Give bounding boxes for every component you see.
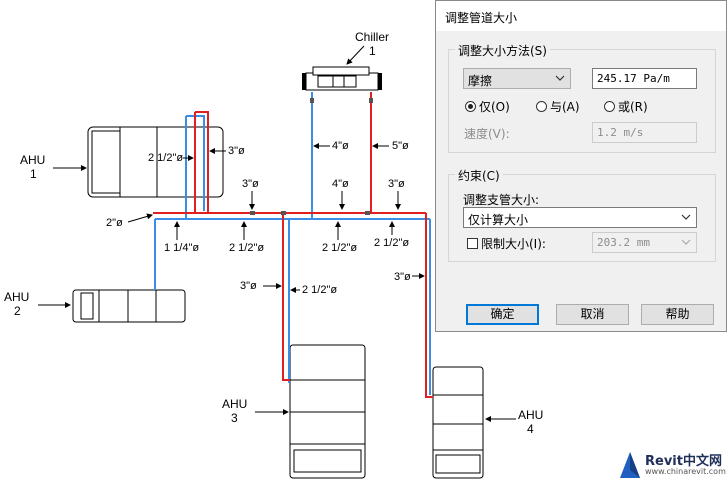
pipe-label-5-chiller: 5"ø	[392, 140, 409, 152]
chevron-down-icon	[681, 214, 691, 220]
pipe-label-1quarter: 1 1/4"ø	[164, 242, 199, 254]
ahu-3-unit[interactable]	[289, 344, 366, 479]
ok-button[interactable]: 确定	[466, 304, 539, 325]
pipe-label-2half-b: 2 1/2"ø	[322, 242, 357, 254]
cancel-button[interactable]: 取消	[556, 304, 629, 325]
chevron-down-icon	[555, 75, 565, 81]
revit-watermark: Revit中文网 www.chinarevit.com	[614, 448, 727, 483]
ahu-1-number: 1	[30, 167, 37, 181]
chevron-down-icon	[681, 239, 691, 245]
radio-selected-icon	[465, 101, 476, 112]
pipe-label-3-ahu1: 3"ø	[228, 145, 245, 157]
ahu-3-number: 3	[231, 411, 238, 425]
radio-or-label: 或(R)	[618, 100, 648, 114]
radio-unselected-icon	[604, 101, 615, 112]
ahu-2-unit[interactable]	[72, 289, 186, 323]
sizing-method-group: 调整大小方法(S)	[448, 42, 716, 153]
pipe-label-2half-a: 2 1/2"ø	[229, 242, 264, 254]
watermark-url: www.chinarevit.com	[645, 467, 726, 476]
pipe-label-3-c: 3"ø	[388, 178, 405, 190]
branch-size-value: 仅计算大小	[468, 213, 529, 227]
ahu-4-name: AHU	[518, 408, 543, 422]
pipe-label-3-ahu4: 3"ø	[394, 271, 411, 283]
constraints-group-title: 约束(C)	[455, 167, 503, 184]
watermark-brand: Revit中文网	[645, 454, 722, 469]
dialog-title: 调整管道大小	[445, 11, 518, 25]
pipe-label-4-chiller: 4"ø	[332, 140, 349, 152]
ahu-4-unit[interactable]	[432, 366, 484, 479]
pipe-label-3-a: 3"ø	[242, 178, 259, 190]
ahu-4-number: 4	[527, 422, 534, 436]
radio-only[interactable]: 仅(O)	[465, 98, 510, 115]
pipe-label-4-b: 4"ø	[332, 178, 349, 190]
ahu-3-name: AHU	[222, 397, 247, 411]
sizing-method-group-title: 调整大小方法(S)	[455, 42, 550, 59]
method-dropdown[interactable]: 摩擦	[463, 68, 571, 89]
ahu-2-name: AHU	[4, 290, 29, 304]
radio-and[interactable]: 与(A)	[536, 98, 580, 115]
pipe-label-2-main: 2"ø	[106, 217, 123, 229]
velocity-input[interactable]: 1.2 m/s	[592, 122, 697, 143]
chiller-unit[interactable]	[302, 66, 382, 91]
velocity-label: 速度(V):	[464, 127, 510, 141]
pipe-label-2half-ahu3: 2 1/2"ø	[302, 284, 337, 296]
chiller-name: Chiller	[355, 30, 389, 44]
help-button[interactable]: 帮助	[641, 304, 714, 325]
restrict-size-dropdown[interactable]: 203.2 mm	[592, 232, 697, 253]
resize-pipe-dialog[interactable]: 调整管道大小 调整大小方法(S) 摩擦 245.17 Pa/m 仅(O) 与(A…	[435, 0, 727, 332]
supply-pipes[interactable]	[153, 92, 433, 398]
pipe-fittings	[250, 98, 373, 215]
ahu-1-unit[interactable]	[87, 126, 224, 198]
checkbox-unchecked-icon	[467, 238, 478, 249]
method-dropdown-value: 摩擦	[468, 74, 493, 88]
revit-logo-icon	[620, 452, 640, 478]
chiller-number: 1	[369, 44, 376, 58]
return-pipes[interactable]	[154, 92, 431, 395]
radio-and-label: 与(A)	[550, 100, 580, 114]
dialog-titlebar[interactable]: 调整管道大小	[436, 1, 726, 31]
ahu-2-number: 2	[14, 304, 21, 318]
pipe-label-2half-c: 2 1/2"ø	[374, 237, 409, 249]
ahu-1-name: AHU	[20, 153, 45, 167]
constraints-group: 约束(C)	[448, 167, 716, 262]
pipe-label-3-ahu3: 3"ø	[240, 280, 257, 292]
radio-only-label: 仅(O)	[479, 100, 510, 114]
friction-input[interactable]: 245.17 Pa/m	[592, 68, 697, 89]
branch-size-label: 调整支管大小:	[463, 193, 540, 207]
restrict-size-label: 限制大小(I):	[481, 237, 546, 251]
pipe-label-2half-ahu1: 2 1/2"ø	[148, 152, 183, 164]
restrict-size-checkbox[interactable]: 限制大小(I):	[467, 235, 546, 252]
restrict-size-value: 203.2 mm	[597, 236, 650, 249]
branch-size-dropdown[interactable]: 仅计算大小	[463, 207, 697, 228]
radio-unselected-icon	[536, 101, 547, 112]
radio-or[interactable]: 或(R)	[604, 98, 648, 115]
